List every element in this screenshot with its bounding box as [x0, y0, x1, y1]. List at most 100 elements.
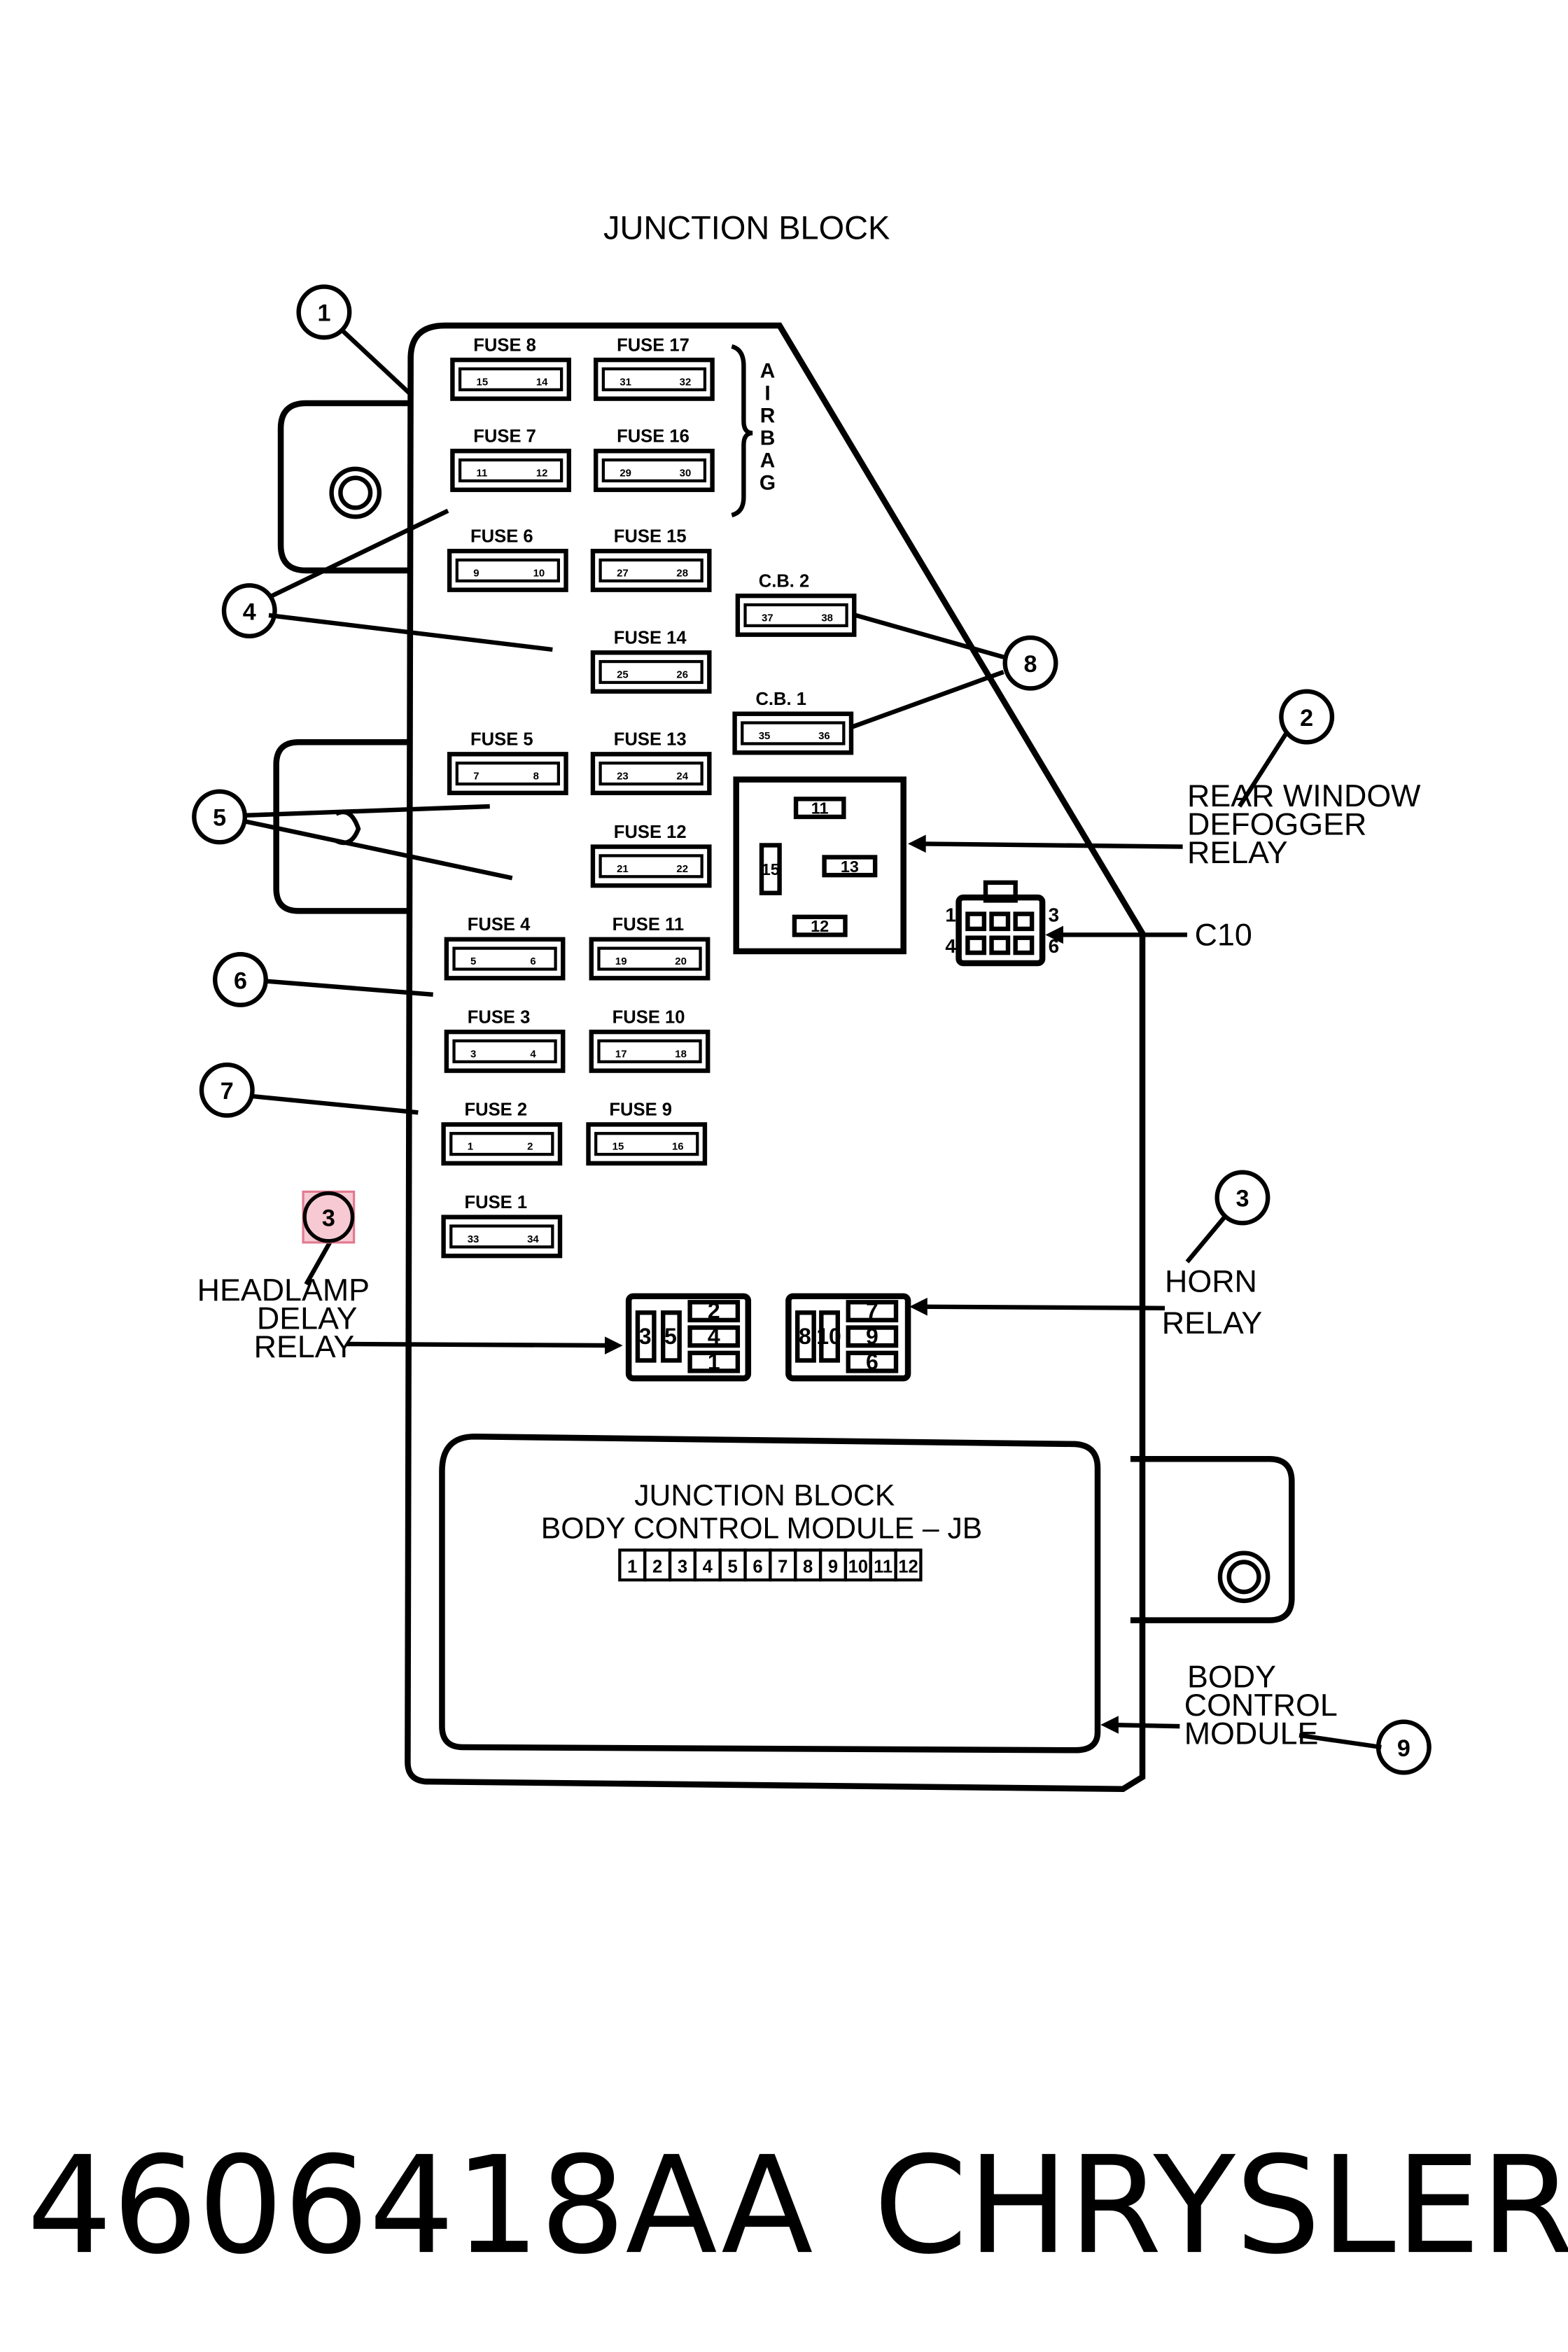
- fuse-slot-pin: 21: [617, 863, 629, 875]
- c10-cavity: [989, 911, 1011, 932]
- fuse-slot-label: FUSE 10: [612, 1007, 685, 1027]
- fuse-slot-element: [597, 1039, 702, 1063]
- bcm-pin-number: 11: [874, 1557, 892, 1576]
- bcm-label-line3: MODULE: [1184, 1716, 1319, 1751]
- fuse-slot-pin: 7: [473, 771, 479, 783]
- c10-pin-label: 1: [945, 904, 955, 925]
- relay-pin: 7: [866, 1298, 878, 1324]
- fuse-slot-housing: [589, 937, 710, 981]
- fuse-slot-pin: 34: [527, 1233, 539, 1245]
- circuit-breaker-slot-pin: 38: [821, 612, 833, 624]
- fuse-slot-pin: 23: [617, 771, 629, 783]
- circuit-breaker-slot-pin: 37: [762, 612, 774, 624]
- rear-window-label-line3: RELAY: [1187, 835, 1288, 870]
- callout-3-horn: 3: [1214, 1170, 1270, 1226]
- fuse-slot-housing: [590, 844, 712, 888]
- relay-terminal: [687, 1300, 741, 1323]
- fuse-slot-element: [449, 1132, 554, 1156]
- fuse-slot-element: [452, 1039, 557, 1063]
- airbag-letter: A: [760, 449, 776, 472]
- airbag-letter: I: [764, 382, 770, 405]
- fuse-slot-element: [452, 946, 557, 971]
- fuse-slot-label: FUSE 3: [468, 1007, 531, 1027]
- relay-pin: 8: [799, 1324, 811, 1349]
- fuse-slot-pin: 25: [617, 669, 629, 681]
- svg-text:5: 5: [213, 805, 226, 832]
- svg-text:9: 9: [1397, 1735, 1410, 1762]
- svg-text:3: 3: [1236, 1186, 1249, 1212]
- fuse-slot-housing: [441, 1122, 563, 1166]
- relay-terminal: [635, 1310, 657, 1363]
- relay-terminal: [795, 1310, 816, 1363]
- relay-pin: 15: [762, 860, 780, 878]
- relay-terminal: [846, 1325, 899, 1348]
- airbag-letter: R: [760, 405, 776, 428]
- mount-tab-lower: [1130, 1456, 1295, 1623]
- relay-terminal: [822, 855, 878, 878]
- svg-text:4: 4: [243, 598, 256, 625]
- fuse-slot-element: [598, 558, 704, 582]
- fuse-slot-label: FUSE 7: [473, 426, 536, 446]
- c10-connector: [955, 894, 1046, 967]
- mount-hole-lower-inner: [1226, 1560, 1261, 1595]
- fuse-slot-label: FUSE 12: [614, 822, 687, 842]
- fuse-slot-pin: 17: [615, 1048, 627, 1060]
- fuse-slot-pin: 16: [672, 1141, 684, 1153]
- fuse-slot-element: [601, 458, 707, 483]
- circuit-breaker-slot-element: [741, 721, 846, 746]
- fuse-slot-housing: [590, 650, 712, 694]
- relay-pin: 6: [866, 1349, 878, 1374]
- diagram-title: JUNCTION BLOCK: [603, 209, 890, 246]
- horn-relay: [785, 1293, 911, 1382]
- c10-pin-label: 4: [945, 935, 956, 957]
- bcm-pin-cell: [894, 1548, 923, 1582]
- fuse-slot-label: FUSE 9: [609, 1100, 672, 1120]
- bcm-pin-number: 5: [727, 1557, 737, 1576]
- fuse-slot-element: [598, 854, 704, 878]
- relay-terminal: [792, 914, 848, 937]
- relay-pin: 4: [708, 1324, 720, 1349]
- callout-5: 5: [192, 789, 248, 845]
- bcm-pin-number: 2: [652, 1557, 662, 1576]
- fuse-slot-pin: 18: [675, 1048, 687, 1060]
- headlamp-delay-relay: [625, 1293, 752, 1382]
- airbag-letter: B: [760, 427, 776, 450]
- relay-terminal: [846, 1300, 899, 1323]
- fuse-slot-pin: 32: [680, 376, 692, 388]
- mount-hole-middle: [335, 809, 361, 846]
- fuse-slot-element: [455, 762, 560, 786]
- mount-hole-lower-outer: [1217, 1550, 1270, 1604]
- svg-text:8: 8: [1024, 651, 1037, 678]
- leader-lines: [244, 330, 1382, 1750]
- airbag-letter: A: [760, 360, 776, 383]
- fuse-slot-label: FUSE 13: [614, 730, 687, 750]
- fuse-slot-element: [458, 458, 564, 483]
- part-number: 4606418AA: [27, 2128, 813, 2284]
- airbag-bracket: [731, 344, 753, 518]
- fuse-slot-pin: 15: [612, 1141, 624, 1153]
- c10-cavity: [965, 935, 987, 955]
- bcm-title-line2: BODY CONTROL MODULE – JB: [541, 1511, 982, 1545]
- fuse-slot-pin: 9: [473, 567, 479, 579]
- fuse-slot-pin: 3: [470, 1048, 476, 1060]
- fuse-slot-housing: [444, 1029, 566, 1073]
- fuse-slot-pin: 12: [536, 468, 548, 479]
- fuse-slot-element: [458, 367, 564, 391]
- fuse-slot-housing: [450, 449, 571, 492]
- body-control-module: [439, 1433, 1101, 1754]
- fuse-slot-pin: 8: [533, 771, 539, 783]
- relay-terminal: [819, 1310, 840, 1363]
- callout-8: 8: [1002, 635, 1058, 691]
- fuse-slot-pin: 20: [675, 955, 687, 967]
- fuse-slot-housing: [447, 752, 568, 795]
- relay-pin: 1: [708, 1349, 720, 1374]
- fuse-slot-label: FUSE 4: [468, 915, 531, 934]
- fuse-slot-label: FUSE 16: [617, 426, 690, 446]
- fuse-slot-pin: 15: [477, 376, 489, 388]
